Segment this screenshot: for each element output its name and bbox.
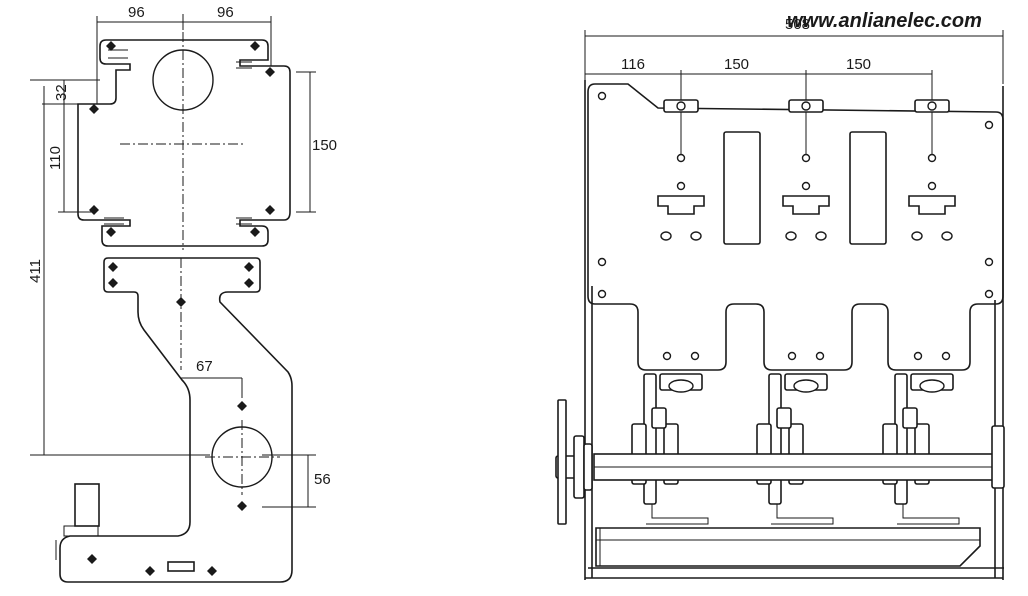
contact-arm (782, 195, 830, 215)
dim-label-150: 150 (312, 137, 337, 154)
frame-side-rails (584, 80, 1004, 580)
dim-label-96-right: 96 (217, 4, 234, 21)
window-slot-right (849, 131, 887, 245)
dim-label-150-b: 150 (846, 56, 871, 73)
left-dimension-lines (30, 16, 316, 508)
dim-label-116: 116 (621, 56, 645, 73)
lower-bracket (55, 257, 293, 583)
right-view: 508 116 150 150 (555, 16, 1005, 580)
base-tray (588, 527, 1004, 569)
dim-label-96-left: 96 (128, 4, 145, 21)
side-cylinder (74, 483, 100, 527)
dim-label-110: 110 (47, 146, 64, 170)
left-dimension-labels: 96 96 32 110 150 411 67 56 (27, 4, 337, 488)
window-slot-left (723, 131, 761, 245)
dim-label-67: 67 (196, 358, 213, 375)
drive-shaft (555, 399, 1005, 525)
bracket-bolt-icons (87, 262, 254, 576)
right-dimension-labels: 508 116 150 150 (621, 16, 871, 73)
top-mounting-plate (77, 14, 291, 250)
main-plate (587, 83, 1004, 371)
dim-label-32: 32 (53, 84, 70, 101)
dim-label-56: 56 (314, 471, 331, 488)
contact-arm (657, 195, 705, 215)
dim-label-508: 508 (785, 16, 810, 33)
contact-arm (908, 195, 956, 215)
right-dimension-lines (584, 30, 1004, 155)
dim-label-411: 411 (27, 259, 44, 283)
shaft-flange (573, 435, 585, 499)
slot-plate (167, 561, 195, 572)
left-view: 96 96 32 110 150 411 67 56 (27, 4, 337, 583)
watermark-text: www.anlianelec.com (787, 10, 982, 32)
dim-label-150-a: 150 (724, 56, 749, 73)
